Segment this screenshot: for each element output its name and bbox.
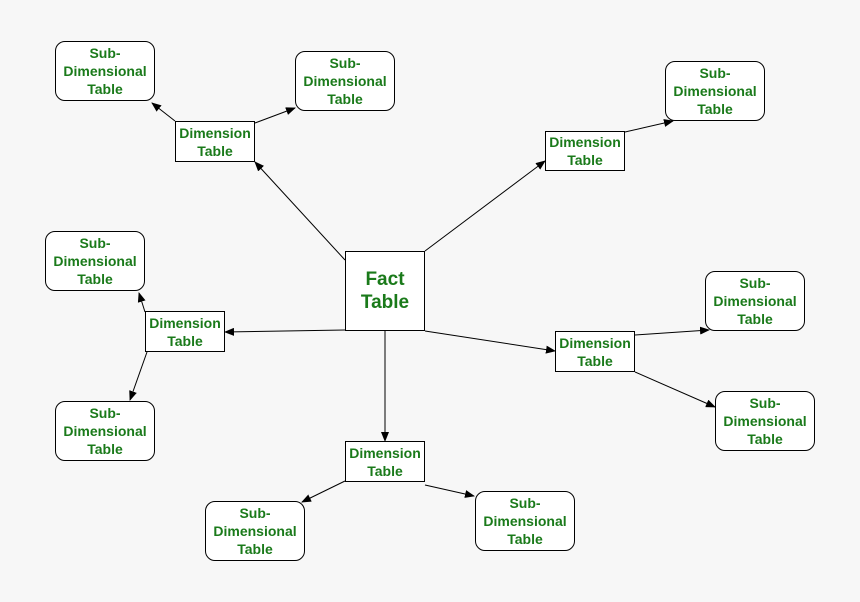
- sub-dimensional-table-label: Sub- Dimensional Table: [63, 405, 147, 457]
- edge-fact-to-dim-right: [424, 330, 556, 354]
- edge-dim-r-to-sub-1: [634, 326, 710, 336]
- sub-dimensional-table-ul-2[interactable]: Sub- Dimensional Table: [295, 51, 395, 111]
- sub-dimensional-table-r-2[interactable]: Sub- Dimensional Table: [715, 391, 815, 451]
- edge-fact-to-dim-upper-right: [424, 160, 546, 252]
- edge-dim-r-to-sub-2: [634, 371, 716, 408]
- sub-dimensional-table-label: Sub- Dimensional Table: [213, 505, 297, 557]
- edge-dim-b-to-sub-2: [424, 484, 475, 498]
- dimension-table-label: Dimension Table: [179, 124, 251, 159]
- dimension-table-upper-right[interactable]: Dimension Table: [545, 131, 625, 171]
- dimension-table-bottom[interactable]: Dimension Table: [345, 441, 425, 482]
- sub-dimensional-table-r-1[interactable]: Sub- Dimensional Table: [705, 271, 805, 331]
- sub-dimensional-table-b-2[interactable]: Sub- Dimensional Table: [475, 491, 575, 551]
- dimension-table-label: Dimension Table: [349, 444, 421, 479]
- dimension-table-right[interactable]: Dimension Table: [555, 331, 635, 372]
- sub-dimensional-table-label: Sub- Dimensional Table: [63, 45, 147, 97]
- edge-dim-ul-to-sub-1: [151, 102, 176, 122]
- fact-table-label: Fact Table: [360, 269, 410, 313]
- dimension-table-left[interactable]: Dimension Table: [145, 311, 225, 352]
- sub-dimensional-table-label: Sub- Dimensional Table: [673, 65, 757, 117]
- fact-table[interactable]: Fact Table: [345, 251, 425, 331]
- edge-dim-ur-to-sub-1: [624, 119, 674, 133]
- edge-dim-ul-to-sub-2: [254, 107, 296, 124]
- edge-fact-to-dim-left: [224, 327, 346, 336]
- edge-dim-l-to-sub-1: [137, 292, 146, 313]
- dimension-table-label: Dimension Table: [559, 334, 631, 369]
- sub-dimensional-table-label: Sub- Dimensional Table: [723, 395, 807, 447]
- sub-dimensional-table-l-1[interactable]: Sub- Dimensional Table: [45, 231, 145, 291]
- sub-dimensional-table-label: Sub- Dimensional Table: [483, 495, 567, 547]
- sub-dimensional-table-ul-1[interactable]: Sub- Dimensional Table: [55, 41, 155, 101]
- sub-dimensional-table-ur-1[interactable]: Sub- Dimensional Table: [665, 61, 765, 121]
- sub-dimensional-table-l-2[interactable]: Sub- Dimensional Table: [55, 401, 155, 461]
- dimension-table-label: Dimension Table: [149, 314, 221, 349]
- sub-dimensional-table-label: Sub- Dimensional Table: [713, 275, 797, 327]
- sub-dimensional-table-label: Sub- Dimensional Table: [53, 235, 137, 287]
- dimension-table-upper-left[interactable]: Dimension Table: [175, 121, 255, 162]
- edge-dim-b-to-sub-1: [301, 480, 346, 503]
- edge-fact-to-dim-upper-left: [254, 161, 346, 261]
- sub-dimensional-table-label: Sub- Dimensional Table: [303, 55, 387, 107]
- sub-dimensional-table-b-1[interactable]: Sub- Dimensional Table: [205, 501, 305, 561]
- dimension-table-label: Dimension Table: [549, 134, 621, 168]
- edge-dim-l-to-sub-2: [129, 351, 148, 401]
